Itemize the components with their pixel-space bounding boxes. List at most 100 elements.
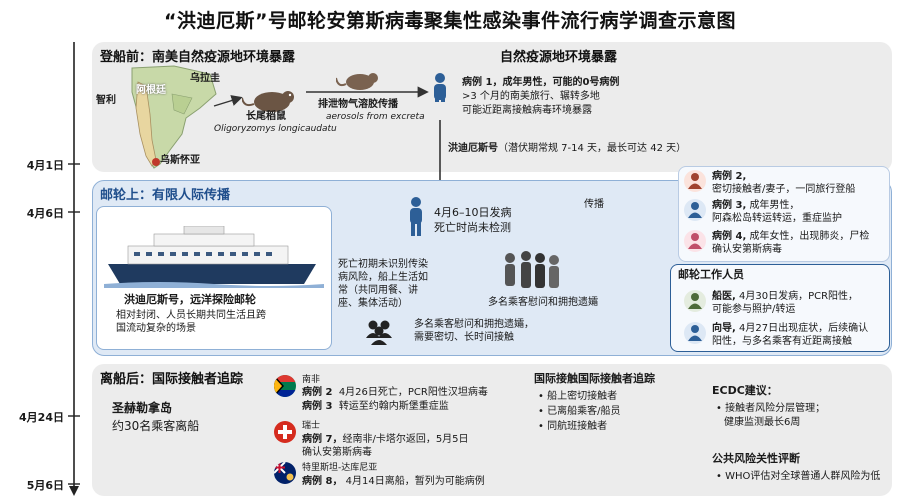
- onset-line1: 4月6–10日发病: [434, 206, 512, 219]
- tracing-title: 国际接触国际接触者追踪: [534, 372, 655, 385]
- ship-doctor-icon: [688, 293, 702, 309]
- case4-person-icon: [688, 233, 702, 249]
- crew-guide-desc: 4月27日出现症状，后续确认: [739, 323, 869, 334]
- ecdc-item-1: • 接触者风险分层管理；: [716, 403, 826, 414]
- risk-item-1-text: WHO评估对全球普通人群风险为低: [725, 471, 881, 482]
- risk-text-line2: 病风险，船上生活如: [338, 272, 428, 283]
- onset-person-icon: [410, 197, 422, 236]
- risk-text-line4: 座、集体活动）: [338, 298, 408, 309]
- ship-name: 洪迪厄斯号，远洋探险邮轮: [124, 293, 256, 306]
- case2-desc: 密切接触者/妻子，一同旅行登船: [712, 184, 856, 195]
- case3-desc: 成年男性，: [749, 200, 800, 211]
- tdc-case8-label: 病例 8，: [302, 476, 343, 487]
- tristan-flag-icon: [274, 462, 296, 484]
- transmission-label: 排泄物气溶胶传播: [318, 99, 398, 110]
- ch-case7-desc2: 确认安第斯病毒: [302, 447, 372, 458]
- sa-case3-label: 病例 3: [302, 401, 333, 412]
- crowd-hug-icon: [505, 251, 559, 288]
- crew-guide-line1: 向导, 4月27日出现症状，后续确认: [712, 322, 868, 335]
- south-america-map: [131, 65, 217, 169]
- contact-text-line2: 需要密切、长时间接触: [414, 332, 514, 343]
- sa-case3-desc: 转运至约翰内斯堡重症监: [338, 401, 449, 412]
- tracing-item-3: • 同航班接触者: [538, 421, 608, 432]
- rodent-latin-name: Oligoryzomys longicaudatu: [214, 124, 337, 134]
- map-label-uruguay: 乌拉圭: [190, 73, 220, 84]
- case2-person-icon: [688, 173, 702, 189]
- spread-label: 传播: [584, 199, 604, 210]
- map-label-ushuaia: 乌斯怀亚: [160, 155, 200, 166]
- rodent-icon: [242, 91, 294, 112]
- before-boarding-panel: [92, 42, 892, 172]
- incubation-ship: 洪迪厄斯号: [448, 143, 498, 154]
- onboard-heading: 邮轮上：有限人际传播: [100, 188, 231, 203]
- after-disembark-panel: [92, 364, 892, 496]
- case2-label: 病例 2,: [712, 171, 747, 182]
- onset-line2: 死亡时尚未检测: [434, 221, 511, 234]
- guide-person-icon: [688, 325, 702, 341]
- tracing-item-2-text: 已离船乘客/船员: [547, 406, 621, 417]
- crew-doctor-desc: 4月30日发病，PCR阳性，: [739, 291, 859, 302]
- disembark-count: 约30名乘客离船: [112, 419, 200, 433]
- sa-case2: 病例 2 4月26日死亡，PCR阳性汉坦病毒: [302, 386, 488, 399]
- hug-text: 多名乘客慰问和拥抱遗孀: [488, 297, 598, 308]
- sa-case3: 病例 3 转运至约翰内斯堡重症监: [302, 400, 449, 413]
- risk-title: 公共风险关性评断: [712, 452, 800, 465]
- contact-text-line1: 多名乘客慰问和拥抱遗孀，: [414, 319, 534, 330]
- case2-line1: 病例 2,: [712, 170, 746, 183]
- south-africa-flag-icon: [274, 375, 296, 397]
- group-people-icon: [366, 320, 392, 345]
- case1-person-icon: [434, 73, 446, 102]
- sa-case2-label: 病例 2: [302, 387, 333, 398]
- before-heading: 登船前：南美自然疫源地环境暴露: [100, 50, 296, 65]
- island-name: 圣赫勒拿岛: [112, 401, 173, 415]
- tracing-item-2: • 已离船乘客/船员: [538, 406, 621, 417]
- country-tristan: 特里斯坦-达库尼亚: [302, 463, 378, 473]
- ushuaia-marker-icon: [152, 158, 160, 166]
- before-subheading: 自然疫源地环境暴露: [500, 50, 618, 65]
- case3-desc2: 阿森松岛转运转运，重症监护: [712, 213, 842, 224]
- country-switzerland: 瑞士: [302, 421, 321, 431]
- crew-doctor-line1: 船医, 4月30日发病，PCR阳性，: [712, 290, 858, 303]
- case3-person-icon: [688, 202, 702, 218]
- risk-text-line3: 常（共同用餐、讲: [338, 285, 418, 296]
- map-label-chile: 智利: [96, 95, 116, 106]
- case1-line3: 可能近距离接触病毒环境暴露: [462, 105, 592, 116]
- crew-doctor-desc2: 可能参与照护/转运: [712, 304, 796, 315]
- page-title: “洪迪厄斯”号邮轮安第斯病毒聚集性感染事件流行病学调查示意图: [164, 10, 736, 32]
- timeline-axis: [68, 42, 80, 496]
- incubation-period: （潜伏期常规 7-14 天，最长可达 42 天）: [498, 143, 687, 154]
- crew-doctor-label: 船医,: [712, 291, 736, 302]
- map-label-argentina: 阿根廷: [136, 85, 166, 96]
- tdc-case8-desc: 4月14日离船，暂列为可能病例: [345, 476, 485, 487]
- timeline-date-apr6: 4月6日: [26, 207, 64, 220]
- ecdc-item-2: 健康监测最长6周: [724, 417, 801, 428]
- ecdc-item-1-text: 接触者风险分层管理；: [725, 403, 826, 414]
- case4-desc2: 确认安第斯病毒: [712, 244, 782, 255]
- case1-line2: >3 个月的南美旅行、辗转多地: [462, 91, 600, 102]
- case4-label: 病例 4,: [712, 231, 747, 242]
- ch-case7-label: 病例 7，: [302, 434, 343, 445]
- sa-case2-desc: 4月26日死亡，PCR阳性汉坦病毒: [338, 387, 488, 398]
- case4-line1: 病例 4, 成年女性，出现肺炎，尸检: [712, 230, 869, 243]
- cases-card: [678, 166, 890, 262]
- crew-title: 邮轮工作人员: [678, 268, 744, 281]
- rodent-small-icon: [336, 73, 378, 90]
- case3-line1: 病例 3, 成年男性，: [712, 199, 799, 212]
- risk-text-line1: 死亡初期未识别传染: [338, 259, 428, 270]
- ship-icon: [104, 226, 324, 288]
- incubation-note: 洪迪厄斯号（潜伏期常规 7-14 天，最长可达 42 天）: [448, 142, 686, 155]
- after-heading: 离船后：国际接触者追踪: [100, 372, 244, 387]
- ship-desc-line1: 相对封闭、人员长期共同生活且跨: [116, 310, 266, 321]
- switzerland-flag-icon: [274, 421, 296, 443]
- tracing-item-1-text: 船上密切接触者: [547, 391, 618, 402]
- tracing-item-3-text: 同航班接触者: [547, 421, 608, 432]
- ch-case7-desc: 经南非/卡塔尔返回，5月5日: [342, 434, 469, 445]
- case3-label: 病例 3,: [712, 200, 747, 211]
- tracing-item-1: • 船上密切接触者: [538, 391, 618, 402]
- country-south-africa: 南非: [302, 375, 321, 385]
- timeline-date-may6: 5月6日: [26, 479, 64, 492]
- timeline-date-apr24: 4月24日: [19, 411, 64, 424]
- tdc-case8: 病例 8， 4月14日离船，暂列为可能病例: [302, 475, 485, 488]
- transmission-label-en: aerosols from excreta: [326, 112, 425, 122]
- crew-card: [670, 264, 890, 352]
